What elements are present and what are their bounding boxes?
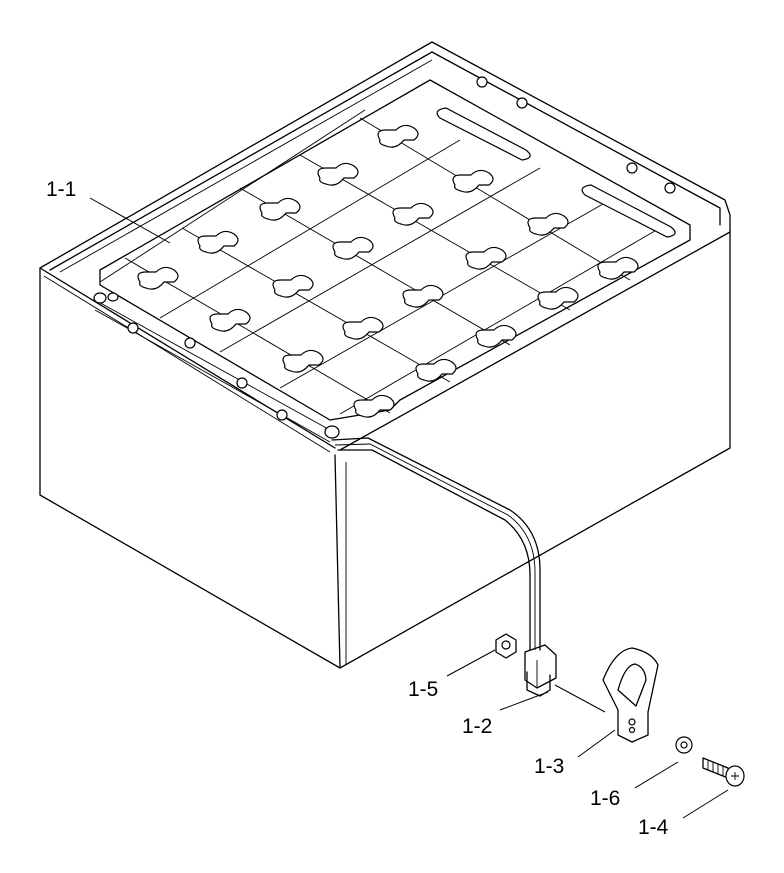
cell-connectors	[137, 107, 676, 418]
cable	[331, 437, 541, 651]
label-battery-tray: 1-1	[46, 178, 76, 201]
handle-part	[602, 647, 659, 743]
label-screw: 1-4	[638, 816, 669, 839]
connector-part	[524, 644, 557, 697]
leader-lines	[89, 197, 729, 819]
label-handle: 1-3	[534, 755, 564, 778]
cell-grid	[99, 109, 661, 415]
screw-part	[702, 757, 745, 787]
nut-part	[495, 633, 517, 659]
label-washer: 1-6	[590, 787, 620, 810]
washer-part	[675, 736, 693, 754]
label-connector: 1-2	[462, 715, 492, 738]
label-nut: 1-5	[408, 678, 438, 701]
